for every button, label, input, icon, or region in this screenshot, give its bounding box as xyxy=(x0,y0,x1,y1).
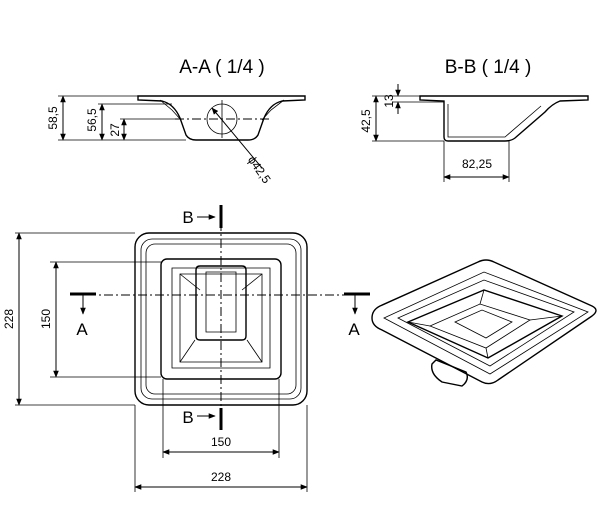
section-bb: B-B ( 1/4 ) 13 42,5 82,25 xyxy=(359,57,589,182)
iso-outer-rim xyxy=(371,259,597,385)
isometric-view xyxy=(371,259,597,387)
drain-outlet xyxy=(195,265,247,341)
section-bb-title: B-B ( 1/4 ) xyxy=(445,57,532,78)
cut-label-a-left: A xyxy=(76,320,88,339)
dim-150-horizontal: 150 xyxy=(211,435,231,449)
section-aa: A-A ( 1/4 ) 58,5 56,5 27 ϕ42,5 xyxy=(46,57,306,186)
diameter-leader xyxy=(211,107,263,169)
section-bb-profile xyxy=(419,95,589,142)
section-aa-profile xyxy=(137,95,306,141)
dim-diameter-42-5: ϕ42,5 xyxy=(245,153,274,186)
dim-58-5: 58,5 xyxy=(46,106,60,130)
dim-27: 27 xyxy=(108,123,122,137)
iso-drain-pipe xyxy=(431,359,469,387)
cut-label-b-top: B xyxy=(182,208,193,227)
dim-82-25: 82,25 xyxy=(462,157,492,171)
cut-label-a-right: A xyxy=(348,320,360,339)
cut-label-b-bottom: B xyxy=(182,408,193,427)
plan-view: B B A A 228 150 150 228 xyxy=(2,205,370,492)
dim-56-5: 56,5 xyxy=(85,108,99,132)
section-aa-title: A-A ( 1/4 ) xyxy=(179,57,265,78)
dim-228-horizontal: 228 xyxy=(211,470,231,484)
dim-13: 13 xyxy=(382,94,396,108)
dim-150-vertical: 150 xyxy=(39,309,53,329)
dim-42-5: 42,5 xyxy=(359,109,373,133)
dim-228-vertical: 228 xyxy=(2,309,16,329)
